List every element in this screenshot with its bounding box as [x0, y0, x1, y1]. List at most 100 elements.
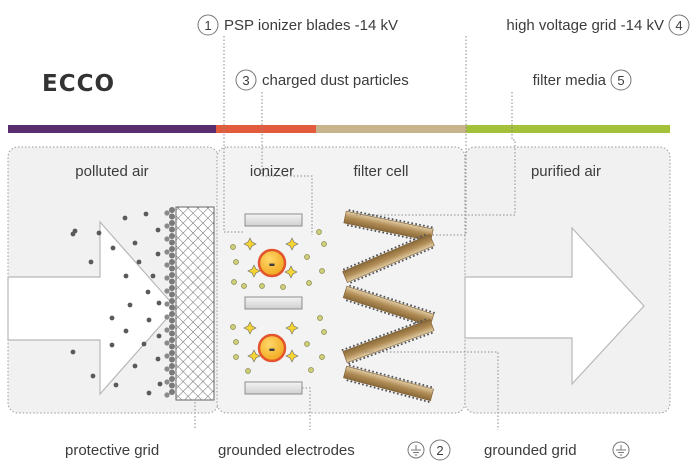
- plate-particle: [361, 276, 364, 279]
- plate-particle: [399, 219, 402, 222]
- plate-particle: [415, 337, 418, 340]
- trapped-dust-particle: [164, 327, 170, 333]
- plate-particle: [416, 236, 419, 239]
- plate-particle: [409, 256, 412, 259]
- ion-1-circle: [257, 248, 287, 278]
- charged-particle: [233, 259, 239, 265]
- band-filter: [316, 125, 466, 133]
- plate-particle: [384, 311, 387, 314]
- dust-particle: [70, 231, 76, 237]
- plate-particle: [368, 290, 371, 293]
- plate-particle: [349, 284, 352, 287]
- spark: [285, 237, 299, 251]
- plate-particle: [394, 262, 397, 265]
- plate-particle: [400, 393, 403, 396]
- plate-particle: [420, 235, 423, 238]
- plate-particle: [426, 384, 429, 387]
- leader-1: [223, 36, 245, 233]
- charged-particle: [231, 279, 237, 285]
- plate-particle: [372, 272, 375, 275]
- plate-particle: [424, 318, 427, 321]
- charged-particle: [230, 244, 236, 250]
- plate-particle: [379, 268, 382, 271]
- plate-particle: [431, 247, 434, 250]
- trapped-dust-particle: [169, 278, 175, 285]
- plate-particle: [404, 341, 407, 344]
- plate-particle: [375, 293, 378, 296]
- plate-particle: [382, 333, 385, 336]
- plate-particle: [398, 300, 401, 303]
- plate-particle: [383, 267, 386, 270]
- plate-particle: [421, 308, 424, 311]
- trapped-dust-particle: [169, 246, 175, 252]
- electrode-plate-1: [244, 213, 303, 227]
- charged-particle: [280, 284, 286, 290]
- charged-particle: [321, 329, 327, 335]
- callout-2-circle: [429, 439, 451, 461]
- trapped-dust-particle: [169, 272, 175, 278]
- plate-particle: [383, 295, 386, 298]
- plate-particle: [416, 253, 419, 256]
- plate-particle: [348, 362, 351, 365]
- dust-particle: [113, 382, 119, 388]
- plate-particle: [412, 254, 415, 257]
- trapped-dust-particle: [169, 337, 175, 343]
- plate-particle: [354, 381, 357, 384]
- plate-particle: [372, 255, 375, 258]
- trapped-dust-particle: [164, 288, 170, 294]
- plate-particle: [406, 319, 409, 322]
- plate-particle: [405, 258, 408, 261]
- plate-particle: [406, 379, 409, 382]
- dust-particle: [132, 240, 138, 246]
- plate-particle: [383, 251, 386, 254]
- dust-particle: [132, 363, 138, 369]
- ground-icon-electrodes: [407, 441, 425, 459]
- plate-particle: [419, 398, 422, 401]
- charged-particle: [308, 367, 314, 373]
- plate-particle: [366, 228, 369, 231]
- trapped-dust: [164, 207, 175, 398]
- plate-particle: [369, 385, 372, 388]
- callout-1-circle: [197, 14, 219, 36]
- plate-particle: [345, 347, 348, 350]
- plate-particle: [417, 306, 420, 309]
- brand-logo: ECCO: [42, 71, 115, 97]
- plate-particle: [409, 240, 412, 243]
- dust-particle: [150, 273, 156, 279]
- plate-particle: [385, 348, 388, 351]
- plate-particle: [357, 262, 360, 265]
- plate-particle: [419, 336, 422, 339]
- filter-cell-label: filter cell: [353, 163, 408, 180]
- charged-particle: [321, 241, 327, 247]
- plate-particle: [408, 395, 411, 398]
- charged-particle: [316, 229, 322, 235]
- dust-particle: [155, 251, 161, 257]
- dust-particles: [70, 211, 163, 396]
- plate-particle: [378, 230, 381, 233]
- plate-particle: [390, 330, 393, 333]
- plate-particle: [361, 383, 364, 386]
- callout-5-label: filter media: [533, 72, 607, 89]
- ion-1-sign: -: [269, 253, 276, 275]
- plate-particle: [352, 210, 355, 213]
- trapped-dust-particle: [169, 220, 175, 226]
- polluted-air-arrow: [7, 220, 177, 396]
- protective-grid-label: protective grid: [65, 442, 159, 459]
- plate-particle: [356, 210, 359, 213]
- dust-particle: [127, 302, 133, 308]
- plate-particle: [422, 383, 425, 386]
- plate-particle: [356, 287, 359, 290]
- plate-particle: [393, 233, 396, 236]
- dust-particle: [146, 317, 152, 323]
- plate-particle: [360, 211, 363, 214]
- plate-particle: [373, 386, 376, 389]
- plate-particle: [360, 367, 363, 370]
- plate-particle: [371, 292, 374, 295]
- plate-particle: [350, 265, 353, 268]
- plate-particle: [408, 340, 411, 343]
- plate-particle: [375, 371, 378, 374]
- plate-particle: [371, 337, 374, 340]
- ionizer-filter-section: [216, 146, 466, 414]
- electrode-plate-3: [244, 381, 303, 395]
- dust-particle: [136, 259, 142, 265]
